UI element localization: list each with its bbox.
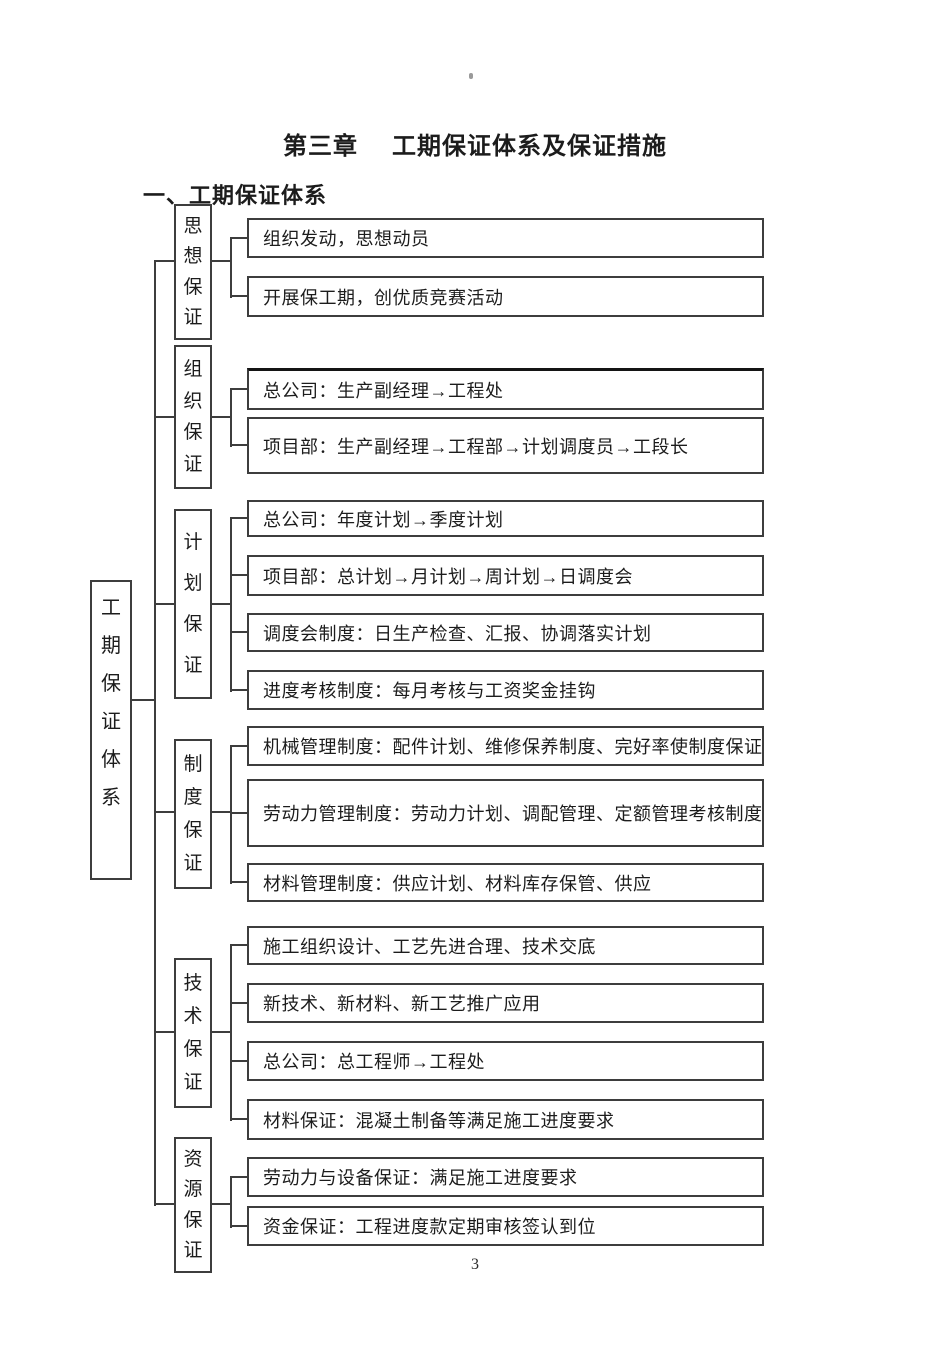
category-node-institution: 制度保证 xyxy=(174,739,212,889)
measure-box: 劳动力管理制度：劳动力计划、调配管理、定额管理考核制度 xyxy=(247,779,764,847)
connector-line xyxy=(154,1031,174,1033)
section-heading: 一、工期保证体系 xyxy=(143,183,328,208)
connector-line xyxy=(154,416,174,418)
measure-box: 总公司：年度计划→季度计划 xyxy=(247,500,764,537)
connector-subtrunk xyxy=(230,237,232,298)
connector-subtrunk xyxy=(230,1176,232,1228)
connector-line xyxy=(211,1031,232,1033)
connector-line xyxy=(211,260,232,262)
connector-line xyxy=(154,260,174,262)
measure-box: 总公司：总工程师→工程处 xyxy=(247,1041,764,1081)
connector-line xyxy=(211,1203,232,1205)
stray-mark xyxy=(469,73,473,79)
connector-line xyxy=(230,295,248,297)
category-node-resource: 资源保证 xyxy=(174,1137,212,1273)
measure-box: 调度会制度：日生产检查、汇报、协调落实计划 xyxy=(247,613,764,652)
measure-box: 劳动力与设备保证：满足施工进度要求 xyxy=(247,1157,764,1197)
connector-subtrunk xyxy=(230,388,232,447)
connector-line xyxy=(230,1225,248,1227)
connector-line xyxy=(230,444,248,446)
chapter-heading: 第三章 工期保证体系及保证措施 xyxy=(0,126,950,161)
connector-line xyxy=(230,237,248,239)
category-node-organization: 组织保证 xyxy=(174,345,212,489)
connector-line xyxy=(154,811,174,813)
chapter-title: 工期保证体系及保证措施 xyxy=(392,134,667,160)
connector-line xyxy=(230,1060,248,1062)
measure-box: 材料保证：混凝土制备等满足施工进度要求 xyxy=(247,1099,764,1140)
measure-box: 组织发动，思想动员 xyxy=(247,218,764,258)
connector-line xyxy=(211,416,232,418)
root-node-duration-guarantee-system: 工期保证体系 xyxy=(90,580,132,880)
connector-root-trunk xyxy=(130,699,156,701)
connector-line xyxy=(211,603,232,605)
connector-line xyxy=(230,388,248,390)
measure-box: 项目部：总计划→月计划→周计划→日调度会 xyxy=(247,555,764,596)
page-number: 3 xyxy=(471,1256,479,1273)
measure-box: 新技术、新材料、新工艺推广应用 xyxy=(247,983,764,1023)
connector-line xyxy=(154,1203,174,1205)
connector-line xyxy=(230,1118,248,1120)
connector-line xyxy=(230,881,248,883)
connector-line xyxy=(230,689,248,691)
connector-subtrunk xyxy=(230,944,232,1121)
connector-line xyxy=(230,517,248,519)
measure-box: 进度考核制度：每月考核与工资奖金挂钩 xyxy=(247,670,764,710)
connector-line xyxy=(230,1002,248,1004)
chapter-number: 第三章 xyxy=(283,134,358,160)
measure-box: 材料管理制度：供应计划、材料库存保管、供应 xyxy=(247,863,764,902)
category-node-planning: 计划保证 xyxy=(174,509,212,699)
category-node-ideology: 思想保证 xyxy=(174,204,212,340)
connector-line xyxy=(154,603,174,605)
measure-box: 施工组织设计、工艺先进合理、技术交底 xyxy=(247,926,764,965)
connector-trunk xyxy=(154,261,156,1206)
measure-box: 资金保证：工程进度款定期审核签认到位 xyxy=(247,1206,764,1246)
measure-box: 开展保工期，创优质竞赛活动 xyxy=(247,276,764,317)
connector-line xyxy=(230,1176,248,1178)
measure-box: 项目部：生产副经理→工程部→计划调度员→工段长 xyxy=(247,417,764,474)
connector-line xyxy=(230,574,248,576)
measure-box: 机械管理制度：配件计划、维修保养制度、完好率使制度保证 xyxy=(247,726,764,766)
connector-line xyxy=(230,812,248,814)
connector-line xyxy=(230,631,248,633)
connector-line xyxy=(211,811,232,813)
connector-line xyxy=(230,944,248,946)
measure-box: 总公司：生产副经理→工程处 xyxy=(247,368,764,410)
connector-subtrunk xyxy=(230,517,232,692)
category-node-technology: 技术保证 xyxy=(174,958,212,1108)
connector-line xyxy=(230,745,248,747)
connector-subtrunk xyxy=(230,745,232,884)
